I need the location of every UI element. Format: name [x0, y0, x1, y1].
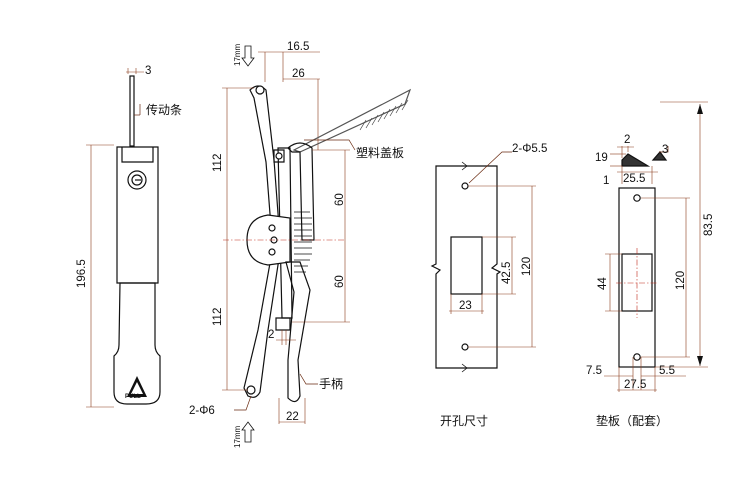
dim-handle-width: 22: [286, 411, 299, 423]
dim-gasket-hole-offset-right: 5.5: [659, 365, 675, 377]
dim-gasket-window-height: 44: [597, 277, 609, 290]
cutout-hole-top: [461, 182, 469, 190]
gasket-hole-bottom: [633, 353, 641, 361]
front-handle: [113, 282, 161, 405]
dim-cutout-width: 23: [459, 300, 472, 312]
side-housing: [287, 142, 315, 241]
plastic-cover: [292, 88, 412, 153]
cutout-window: [450, 236, 483, 295]
dim-gasket-hole-pitch: 120: [675, 271, 687, 290]
dim-gasket-lip-base: 1: [603, 175, 609, 187]
side-view: 17mm 16.5 26 塑料盖板: [189, 41, 412, 448]
cutout-view: 2-Φ5.5 120 42.5 23 开孔尺寸: [430, 143, 547, 428]
dim-hole: 2-Φ6: [189, 405, 215, 417]
dim-gasket-bottom-width: 27.5: [624, 379, 646, 391]
dim-gasket-lip-height: 19: [595, 152, 608, 164]
dim-gasket-lip-right: 3: [662, 144, 668, 156]
dim-lower-arm: 112: [212, 308, 224, 326]
dim-open-travel: 16.5: [287, 41, 309, 53]
label-plastic-cover: 塑料盖板: [356, 145, 404, 160]
dim-body-depth: 26: [292, 68, 305, 80]
key-cylinder: [127, 170, 147, 190]
gasket-lip: [621, 153, 651, 167]
lower-arm: [243, 251, 281, 398]
cutout-caption: 开孔尺寸: [440, 414, 488, 428]
label-drive-rod: 传动条: [146, 102, 182, 117]
gasket-plate: [618, 187, 656, 368]
dim-cutout-holes: 2-Φ5.5: [512, 143, 547, 155]
dim-cutout-height: 42.5: [501, 262, 513, 284]
front-view: 3 传动条 PULL 196.5: [76, 65, 182, 408]
note-open-bottom: 17mm: [233, 425, 242, 448]
note-open-top: 17mm: [233, 43, 242, 66]
dim-cutout-pitch: 120: [521, 257, 533, 276]
dim-gasket-top-thickness: 2: [624, 134, 630, 146]
dim-upper-arm: 112: [212, 154, 224, 172]
cutout-hole-bottom: [461, 343, 469, 351]
gasket-view: 2 19 1 3 25.5 83.5 120 44: [586, 101, 715, 428]
dim-gasket-top-width: 25.5: [623, 173, 645, 185]
cutout-plate: [430, 165, 502, 369]
label-handle: 手柄: [319, 377, 343, 391]
dim-overall-length: 196.5: [76, 259, 88, 288]
gasket-caption: 垫板（配套）: [596, 413, 668, 428]
lock-body: [116, 146, 159, 284]
gasket-hole-top: [633, 194, 641, 202]
dim-lower-body: 60: [334, 275, 346, 288]
pull-badge: PULL: [125, 394, 141, 400]
side-handle: [285, 261, 311, 403]
dim-gasket-overall-height: 83.5: [703, 214, 715, 236]
dim-gasket-hole-offset-left: 7.5: [586, 365, 602, 377]
dim-rod-width: 3: [145, 65, 151, 77]
dim-gap: 2: [268, 329, 274, 341]
drive-rod: [129, 75, 135, 147]
dim-upper-body: 60: [334, 193, 346, 206]
